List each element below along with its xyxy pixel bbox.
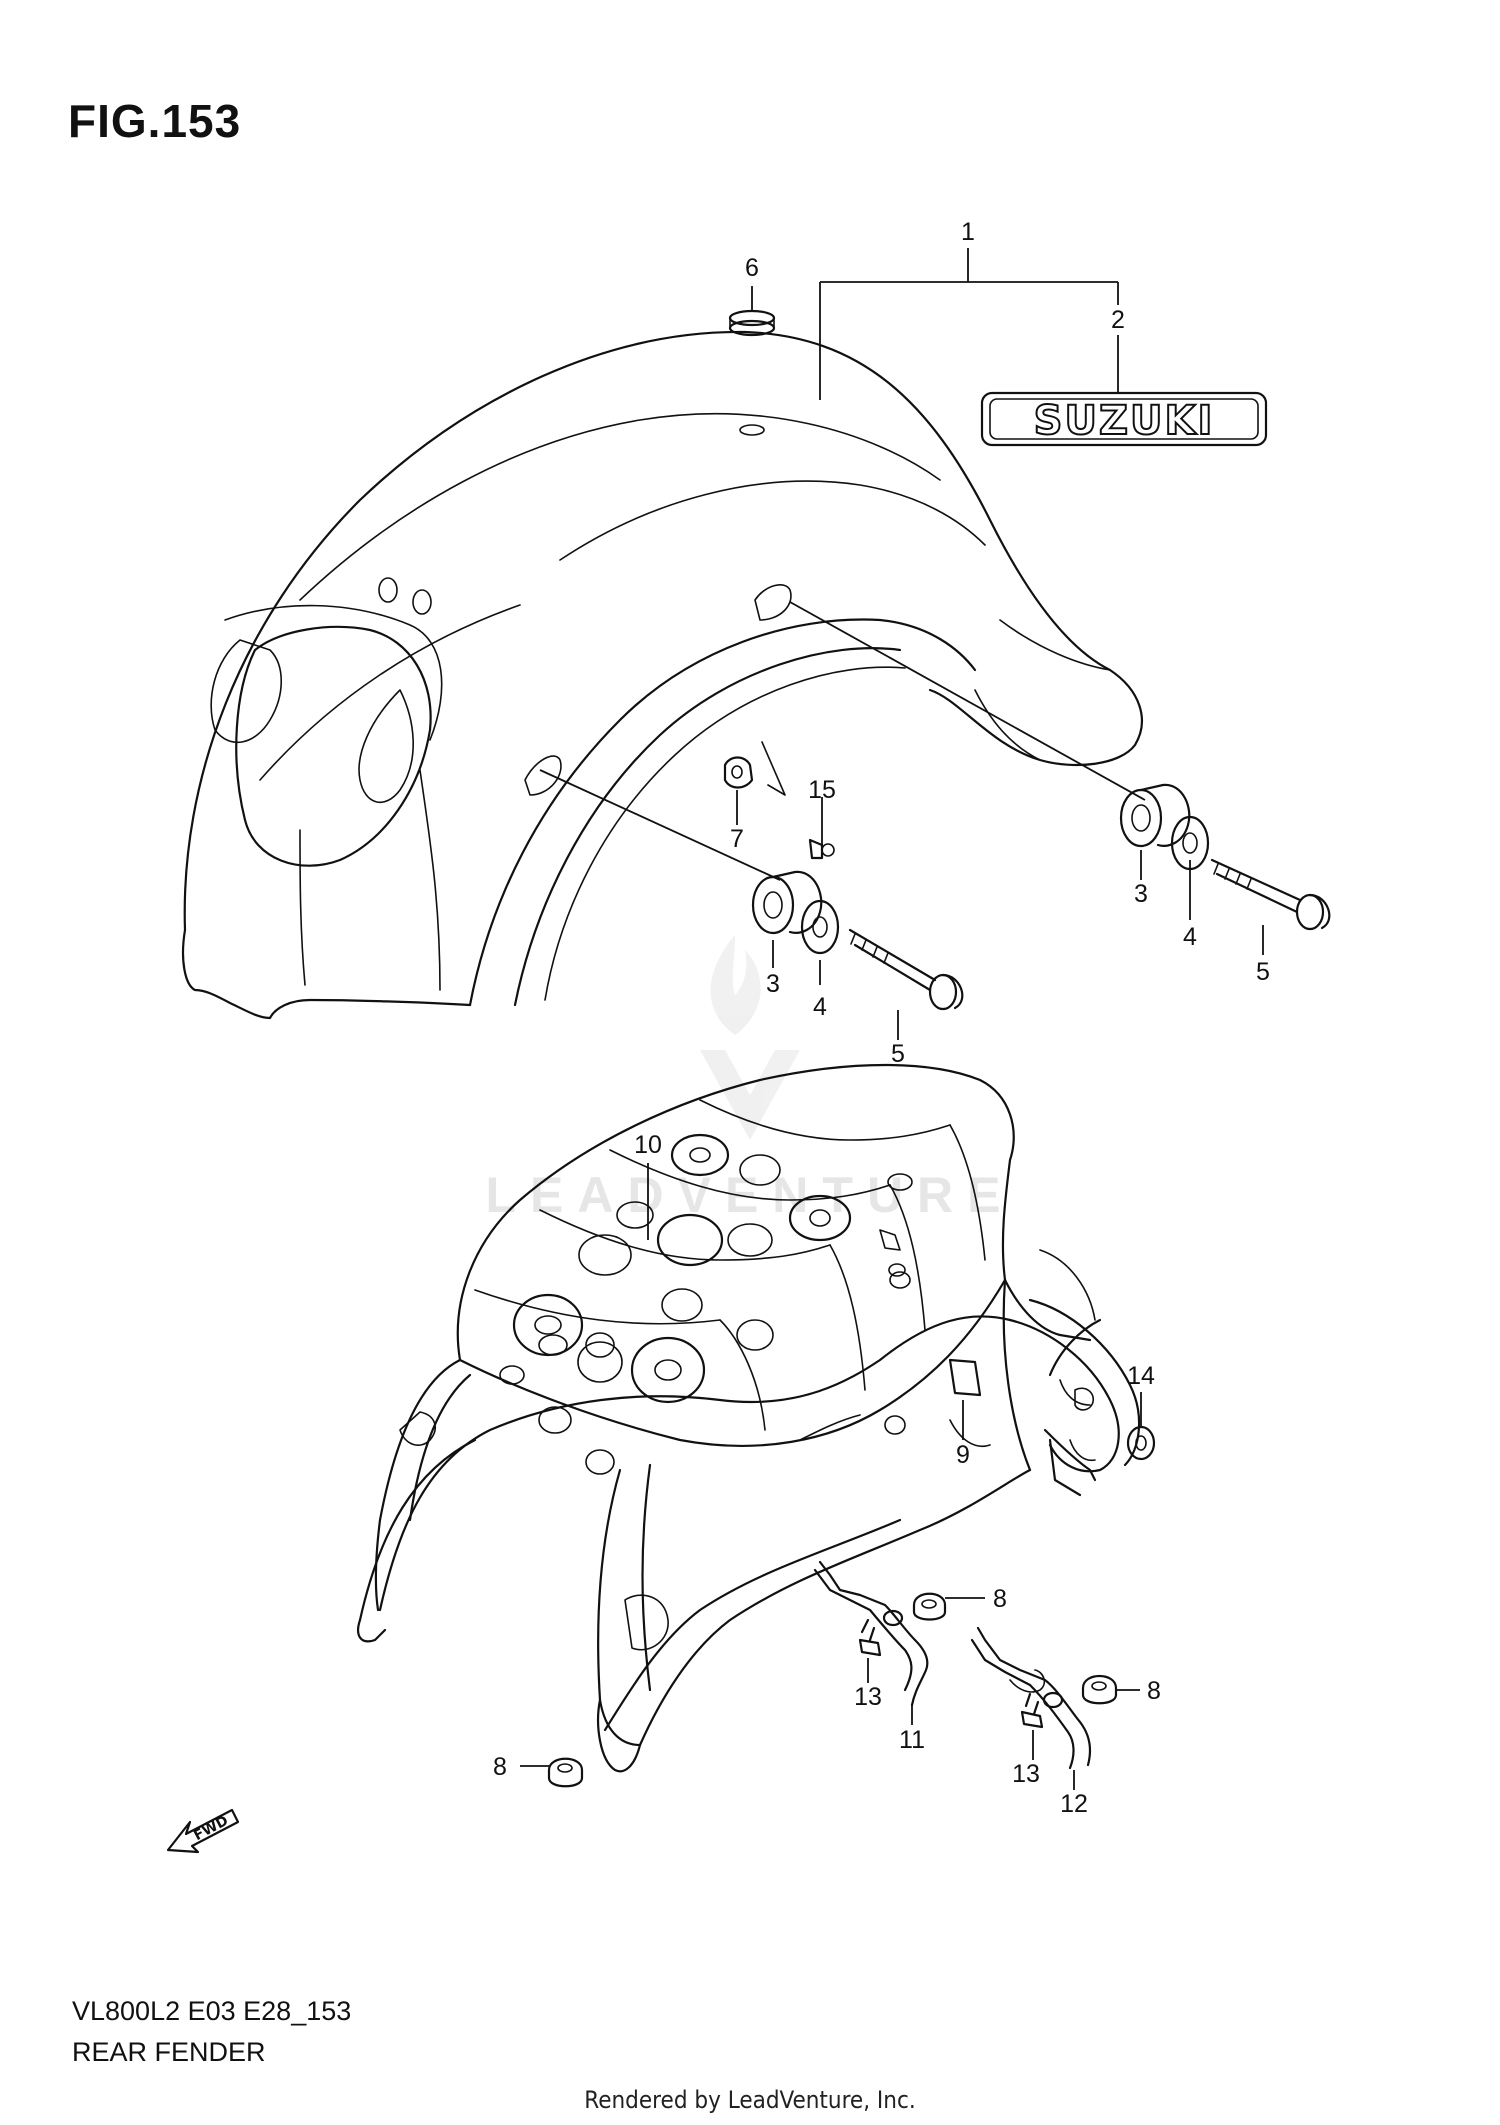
callout-5-left: 5 (891, 1040, 905, 1068)
callout-13-a: 13 (854, 1683, 882, 1711)
callout-14: 14 (1127, 1362, 1155, 1390)
callout-3-right: 3 (1134, 880, 1148, 908)
callout-10: 10 (634, 1131, 662, 1159)
brace-11 (813, 1560, 929, 1707)
suzuki-emblem: SUZUKI (980, 391, 1268, 447)
model-code: VL800L2 E03 E28_153 (72, 1996, 352, 2026)
figure-title: FIG.153 (68, 95, 242, 147)
fwd-arrow-icon: FWD (166, 1808, 240, 1854)
callout-4-right: 4 (1183, 923, 1197, 951)
callout-8-a: 8 (993, 1585, 1007, 1613)
watermark-logo (700, 935, 800, 1140)
callout-1: 1 (961, 218, 975, 246)
washer-4-right (1170, 815, 1210, 871)
screw-13-b (1020, 1692, 1044, 1729)
callout-8-b: 8 (1147, 1677, 1161, 1705)
callout-4-left: 4 (813, 993, 827, 1021)
callout-5-right: 5 (1256, 958, 1270, 986)
leader-lines-upper (539, 248, 1264, 1040)
leader-lines-lower (520, 1163, 1142, 1790)
inner-fender-frame (357, 1063, 1141, 1773)
fwd-label: FWD (191, 1813, 231, 1844)
screw-15 (808, 838, 835, 860)
nut-14 (1126, 1425, 1156, 1461)
callout-2: 2 (1111, 306, 1125, 334)
cushion-3-right (1119, 783, 1191, 848)
callout-7: 7 (730, 825, 744, 853)
emblem-text: SUZUKI (1034, 398, 1215, 444)
screw-13-a (858, 1618, 882, 1657)
nut-8-b (1081, 1675, 1118, 1705)
callout-9: 9 (956, 1441, 970, 1469)
callout-15: 15 (808, 776, 836, 804)
callout-11: 11 (899, 1726, 925, 1754)
watermark-text: LEADVENTURE (485, 1167, 1015, 1223)
callout-6: 6 (745, 254, 759, 282)
callout-8-c: 8 (493, 1753, 507, 1781)
washer-4-left (800, 899, 840, 955)
nut-8-a (912, 1592, 947, 1621)
nut-7 (723, 756, 754, 789)
callout-3-left: 3 (766, 970, 780, 998)
cushion-3-left (751, 870, 823, 935)
rendered-by-footer: Rendered by LeadVenture, Inc. (584, 2086, 916, 2114)
grommet-6 (728, 309, 776, 337)
rear-fender (181, 330, 1143, 1020)
callout-12: 12 (1060, 1790, 1088, 1818)
callout-13-b: 13 (1012, 1760, 1040, 1788)
callout-numbers: 1 2 6 7 15 3 4 5 3 4 5 10 14 9 8 8 8 13 … (493, 218, 1270, 1818)
brace-12 (970, 1626, 1091, 1770)
bolt-5-right (1210, 858, 1331, 931)
nut-8-c (547, 1757, 584, 1788)
label-9 (948, 1358, 982, 1397)
diagram-caption: REAR FENDER (72, 2037, 266, 2067)
bolt-5-left (848, 928, 964, 1011)
